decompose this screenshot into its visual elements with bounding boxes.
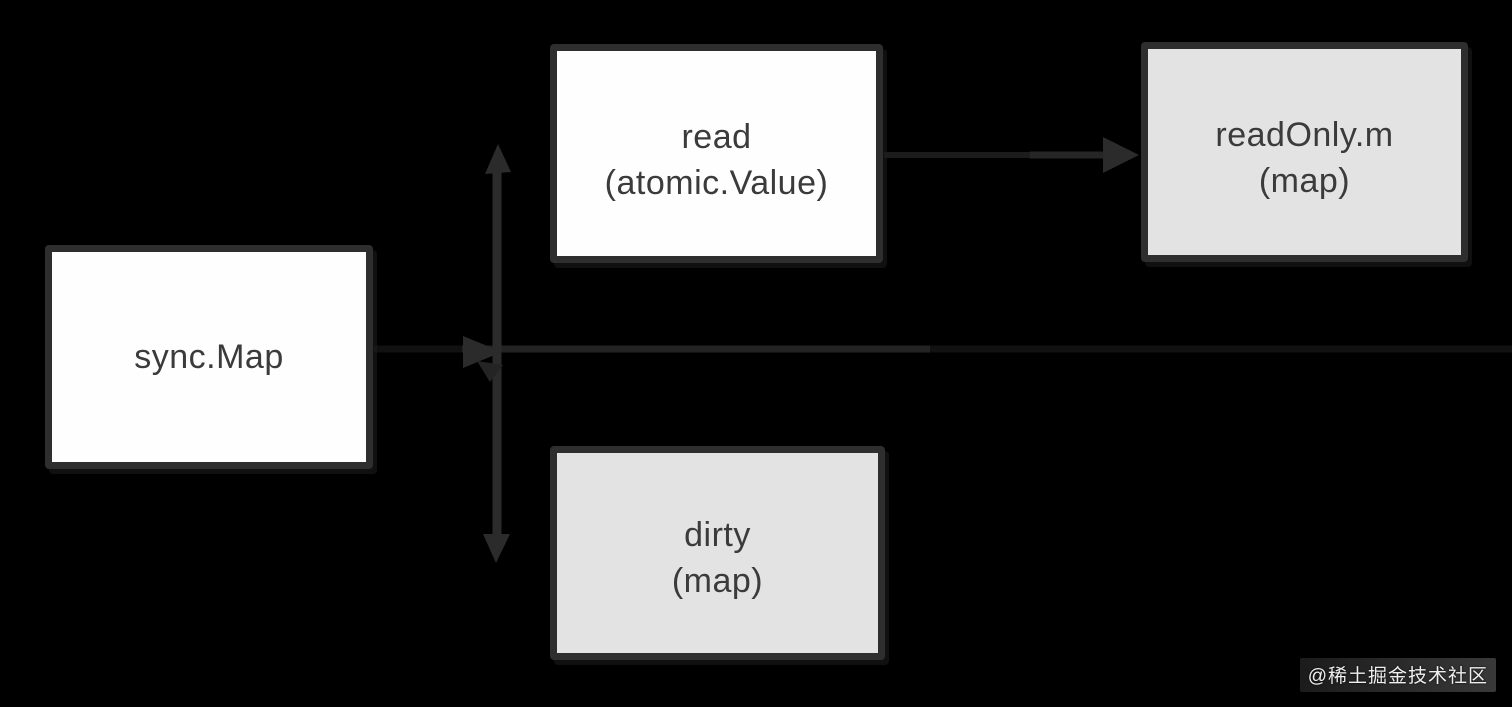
arrowhead-right-readonly-icon (1103, 137, 1139, 173)
node-dirty-label-line2: (map) (671, 562, 764, 600)
node-read-only-m: readOnly.m (map) (1141, 42, 1468, 262)
arrowhead-down-icon (483, 534, 510, 563)
arrowhead-right-junction-icon (463, 336, 502, 368)
node-sync-map-label: sync.Map (134, 338, 284, 376)
arrowhead-junction-fragment-icon (477, 361, 503, 382)
node-dirty: dirty (map) (550, 446, 885, 660)
node-read-label-line2: (atomic.Value) (604, 163, 829, 202)
node-dirty-label-line1: dirty (684, 516, 751, 554)
arrowhead-up-icon (485, 144, 511, 174)
node-read: read (atomic.Value) (550, 44, 883, 263)
node-read-only-m-label-line2: (map) (1258, 162, 1351, 200)
node-read-label-line1: read (681, 117, 752, 156)
watermark: @稀土掘金技术社区 (1299, 658, 1496, 692)
node-read-only-m-label-line1: readOnly.m (1215, 116, 1394, 154)
node-sync-map: sync.Map (45, 245, 373, 469)
